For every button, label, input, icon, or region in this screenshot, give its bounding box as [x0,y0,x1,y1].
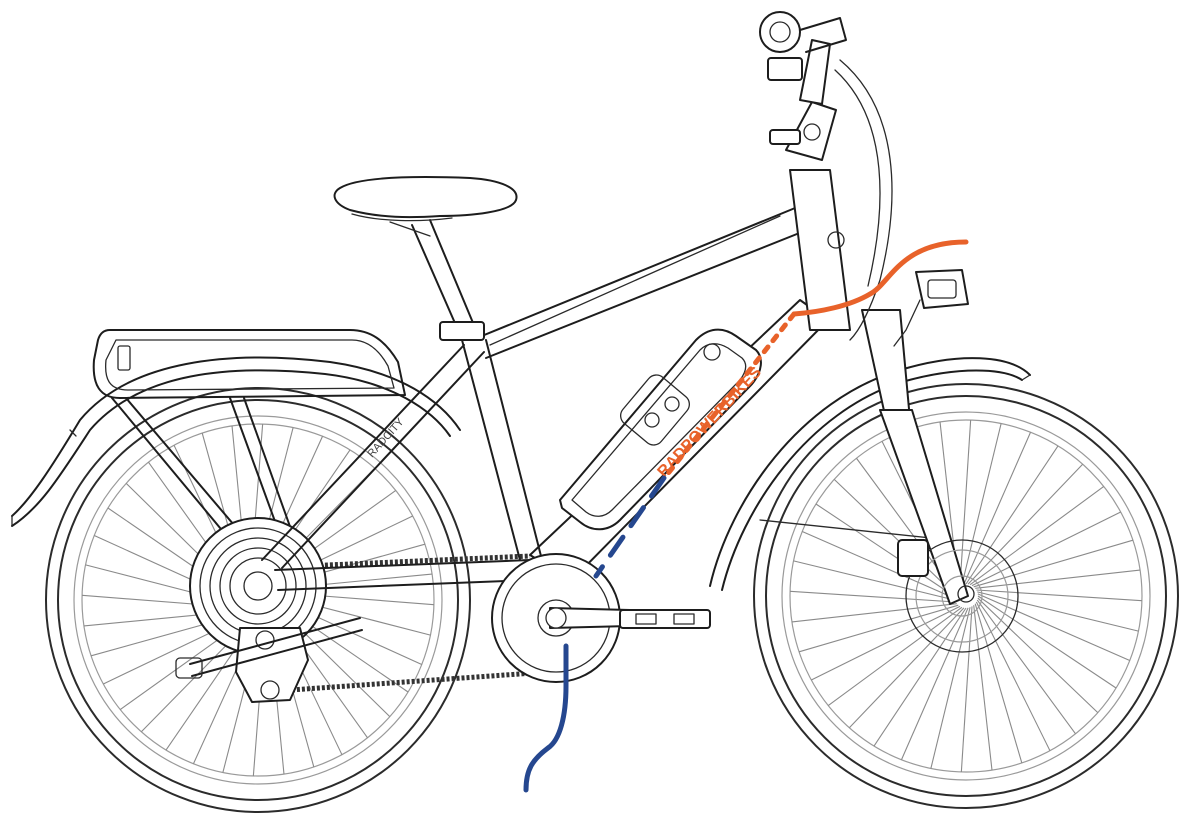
spoke [965,445,1059,585]
cassette [189,517,327,655]
spoke [791,603,957,623]
battery-pack [559,328,762,531]
spoke [959,420,972,586]
spoke [793,560,955,601]
brake-lever [767,17,847,81]
spoke [798,604,959,653]
spoke [961,423,1002,585]
spoke [973,605,993,771]
spoke [930,607,971,769]
spoke [977,597,1099,714]
spoke [977,591,1139,632]
spoke [848,607,965,729]
kickstand [175,617,363,679]
spoke [976,599,1076,735]
pedal [619,609,711,629]
front-fender [709,357,1031,591]
frame [261,169,851,591]
spoke [974,603,1023,764]
spoke [976,589,1142,602]
spoke [969,486,1105,586]
stem [769,101,837,161]
spoke [900,607,969,760]
spoke [811,605,961,681]
spoke [977,593,1130,662]
crankset [545,607,631,629]
spoke [815,503,955,597]
spoke [971,511,1121,587]
orange-cable-route [663,239,969,479]
spoke [975,601,1051,751]
saddle [333,176,518,237]
spoke [960,606,973,772]
front-wheel [753,383,1179,809]
disc-brake-rotor [897,539,1019,653]
spoke [802,530,955,599]
seatpost [411,219,485,341]
spoke [873,607,967,747]
spoke [963,432,1032,585]
spoke [967,463,1084,585]
spoke [790,590,956,603]
front-fork [861,309,975,605]
spoke [977,595,1117,689]
spoke [973,539,1134,588]
blue-cable-route [523,475,667,793]
spoke [827,606,963,706]
headlight [893,269,969,347]
spoke [975,569,1141,589]
model-lettering: RADCITY [365,416,407,460]
spoke [833,478,955,595]
